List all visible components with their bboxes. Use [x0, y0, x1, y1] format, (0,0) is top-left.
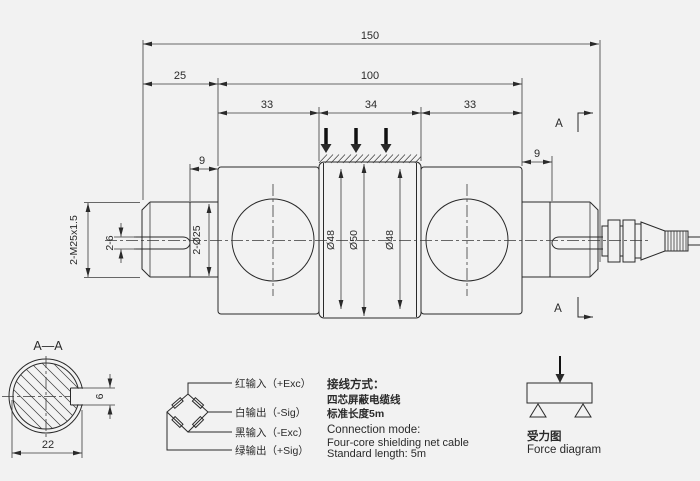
dim-width-22: 22 — [11, 400, 83, 458]
dim-33-left-label: 33 — [261, 99, 273, 111]
wire-label-black: 黑输入（-Exc） — [235, 426, 309, 439]
force-en-label: Force diagram — [527, 444, 601, 456]
centerlines — [105, 184, 648, 296]
connection-en-cable: Four-core shielding net cable — [327, 437, 469, 449]
section-marker-top: A — [555, 110, 593, 132]
section-hatch — [13, 363, 79, 429]
dim-9-left: 9 — [190, 155, 218, 172]
dim-thread-label: 2-M25x1.5 — [68, 215, 80, 265]
dim-slot: 2-6 — [104, 223, 124, 263]
cable — [688, 236, 700, 246]
dim-9-right: 9 — [522, 148, 552, 165]
dim-flat-6: 6 — [94, 374, 113, 419]
dim-25-100: 25 100 — [143, 70, 522, 87]
dim-slot-label: 2-6 — [104, 235, 116, 250]
connection-zh-cable: 四芯屏蔽电缆线 — [327, 393, 401, 406]
dim-diameters-center: Ø48 Ø50 Ø48 — [325, 164, 403, 316]
left-slot — [134, 236, 191, 250]
dim-25-label: 25 — [174, 70, 186, 82]
section-marker-bottom: A — [554, 297, 593, 320]
dim-100-label: 100 — [361, 70, 379, 82]
section-title: A—A — [33, 339, 63, 353]
strain-gauge-icons — [171, 396, 205, 429]
connection-note: 接线方式： 四芯屏蔽电缆线 标准长度5m Connection mode: Fo… — [326, 377, 469, 460]
dim-22-label: 22 — [42, 439, 54, 451]
connection-zh-length: 标准长度5m — [326, 407, 384, 420]
dim-thread: 2-M25x1.5 — [68, 203, 91, 277]
dimension-extension-lines — [84, 40, 601, 278]
load-surface-hatch — [318, 154, 422, 164]
dim-33-right-label: 33 — [464, 99, 476, 111]
wire-label-green: 绿输出（+Sig） — [235, 444, 309, 457]
force-arrow-head — [555, 374, 565, 383]
force-beam — [526, 382, 593, 404]
wire-sig-plus — [166, 412, 232, 451]
dim-150-label: 150 — [361, 30, 379, 42]
main-body-outline — [134, 161, 603, 319]
cable-gland — [601, 219, 700, 263]
dim-34-label: 34 — [365, 99, 377, 111]
dim-150: 150 — [143, 30, 599, 47]
load-arrows-icon — [320, 128, 392, 153]
dim-dia48-right-label: Ø48 — [384, 230, 396, 250]
right-slot — [551, 236, 603, 250]
dim-dia50-label: Ø50 — [348, 230, 360, 250]
dim-6-label: 6 — [94, 393, 106, 399]
section-marker-bottom-label: A — [554, 303, 562, 315]
connection-en-length: Standard length: 5m — [327, 448, 426, 460]
support-left-icon — [529, 403, 547, 418]
wire-exc-plus — [187, 382, 232, 394]
wire-label-red: 红输入（+Exc） — [235, 377, 311, 390]
dim-stud-dia: 2-Ø25 — [191, 204, 212, 276]
bridge-diamond — [166, 393, 209, 433]
support-right-icon — [574, 403, 592, 418]
dim-9-right-label: 9 — [534, 148, 540, 160]
section-view: A—A 6 22 — [2, 339, 115, 458]
wire-label-white: 白输出（-Sig） — [235, 406, 306, 419]
force-zh-label: 受力图 — [527, 429, 562, 443]
dim-9-left-label: 9 — [199, 155, 205, 167]
connection-zh-title: 接线方式： — [327, 377, 385, 391]
dim-dia48-left-label: Ø48 — [325, 230, 337, 250]
connection-en-title: Connection mode: — [327, 424, 420, 436]
section-marker-top-label: A — [555, 118, 563, 130]
dim-stud-dia-label: 2-Ø25 — [191, 225, 203, 254]
dim-33-34-33: 33 34 33 — [218, 99, 522, 116]
wiring-diagram: 红输入（+Exc） 白输出（-Sig） 黑输入（-Exc） 绿输出（+Sig） — [166, 377, 311, 457]
force-diagram: 受力图 Force diagram — [526, 356, 601, 456]
